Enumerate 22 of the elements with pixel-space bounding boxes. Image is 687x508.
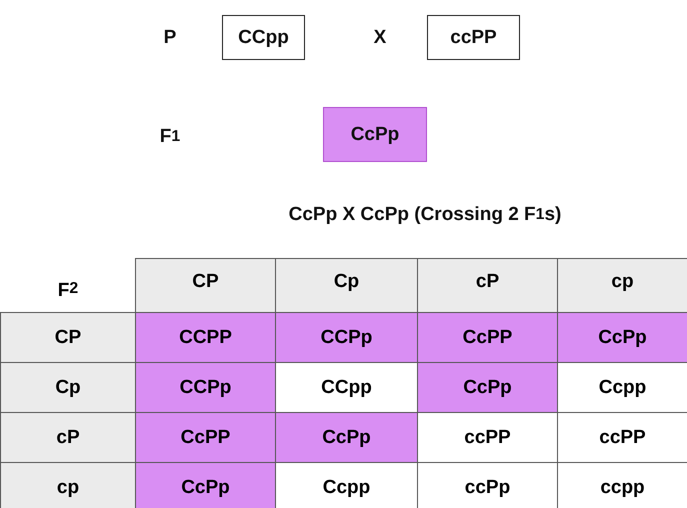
genotype-cell: CCPp xyxy=(135,362,276,413)
row-header: cP xyxy=(0,412,136,463)
genotype-cell: CcPp xyxy=(135,462,276,508)
row-header: CP xyxy=(0,312,136,363)
column-header: cP xyxy=(417,258,558,313)
genotype-box: ccPP xyxy=(427,15,520,60)
genotype-cell: CcPP xyxy=(135,412,276,463)
generation-label: P xyxy=(162,26,178,50)
cross-symbol: X xyxy=(372,26,388,50)
column-header: cp xyxy=(557,258,687,313)
row-header: Cp xyxy=(0,362,136,413)
genotype-cell: CcPp xyxy=(417,362,558,413)
genotype-box: CcPp xyxy=(323,107,427,162)
genotype-cell: CCPP xyxy=(135,312,276,363)
genotype-cell: CCPp xyxy=(275,312,418,363)
column-header: Cp xyxy=(275,258,418,313)
column-header: CP xyxy=(135,258,276,313)
genotype-cell: CcPp xyxy=(557,312,687,363)
row-header: cp xyxy=(0,462,136,508)
genotype-box: CCpp xyxy=(222,15,305,60)
genotype-cell: CcPp xyxy=(275,412,418,463)
genotype-cell: CcPP xyxy=(417,312,558,363)
